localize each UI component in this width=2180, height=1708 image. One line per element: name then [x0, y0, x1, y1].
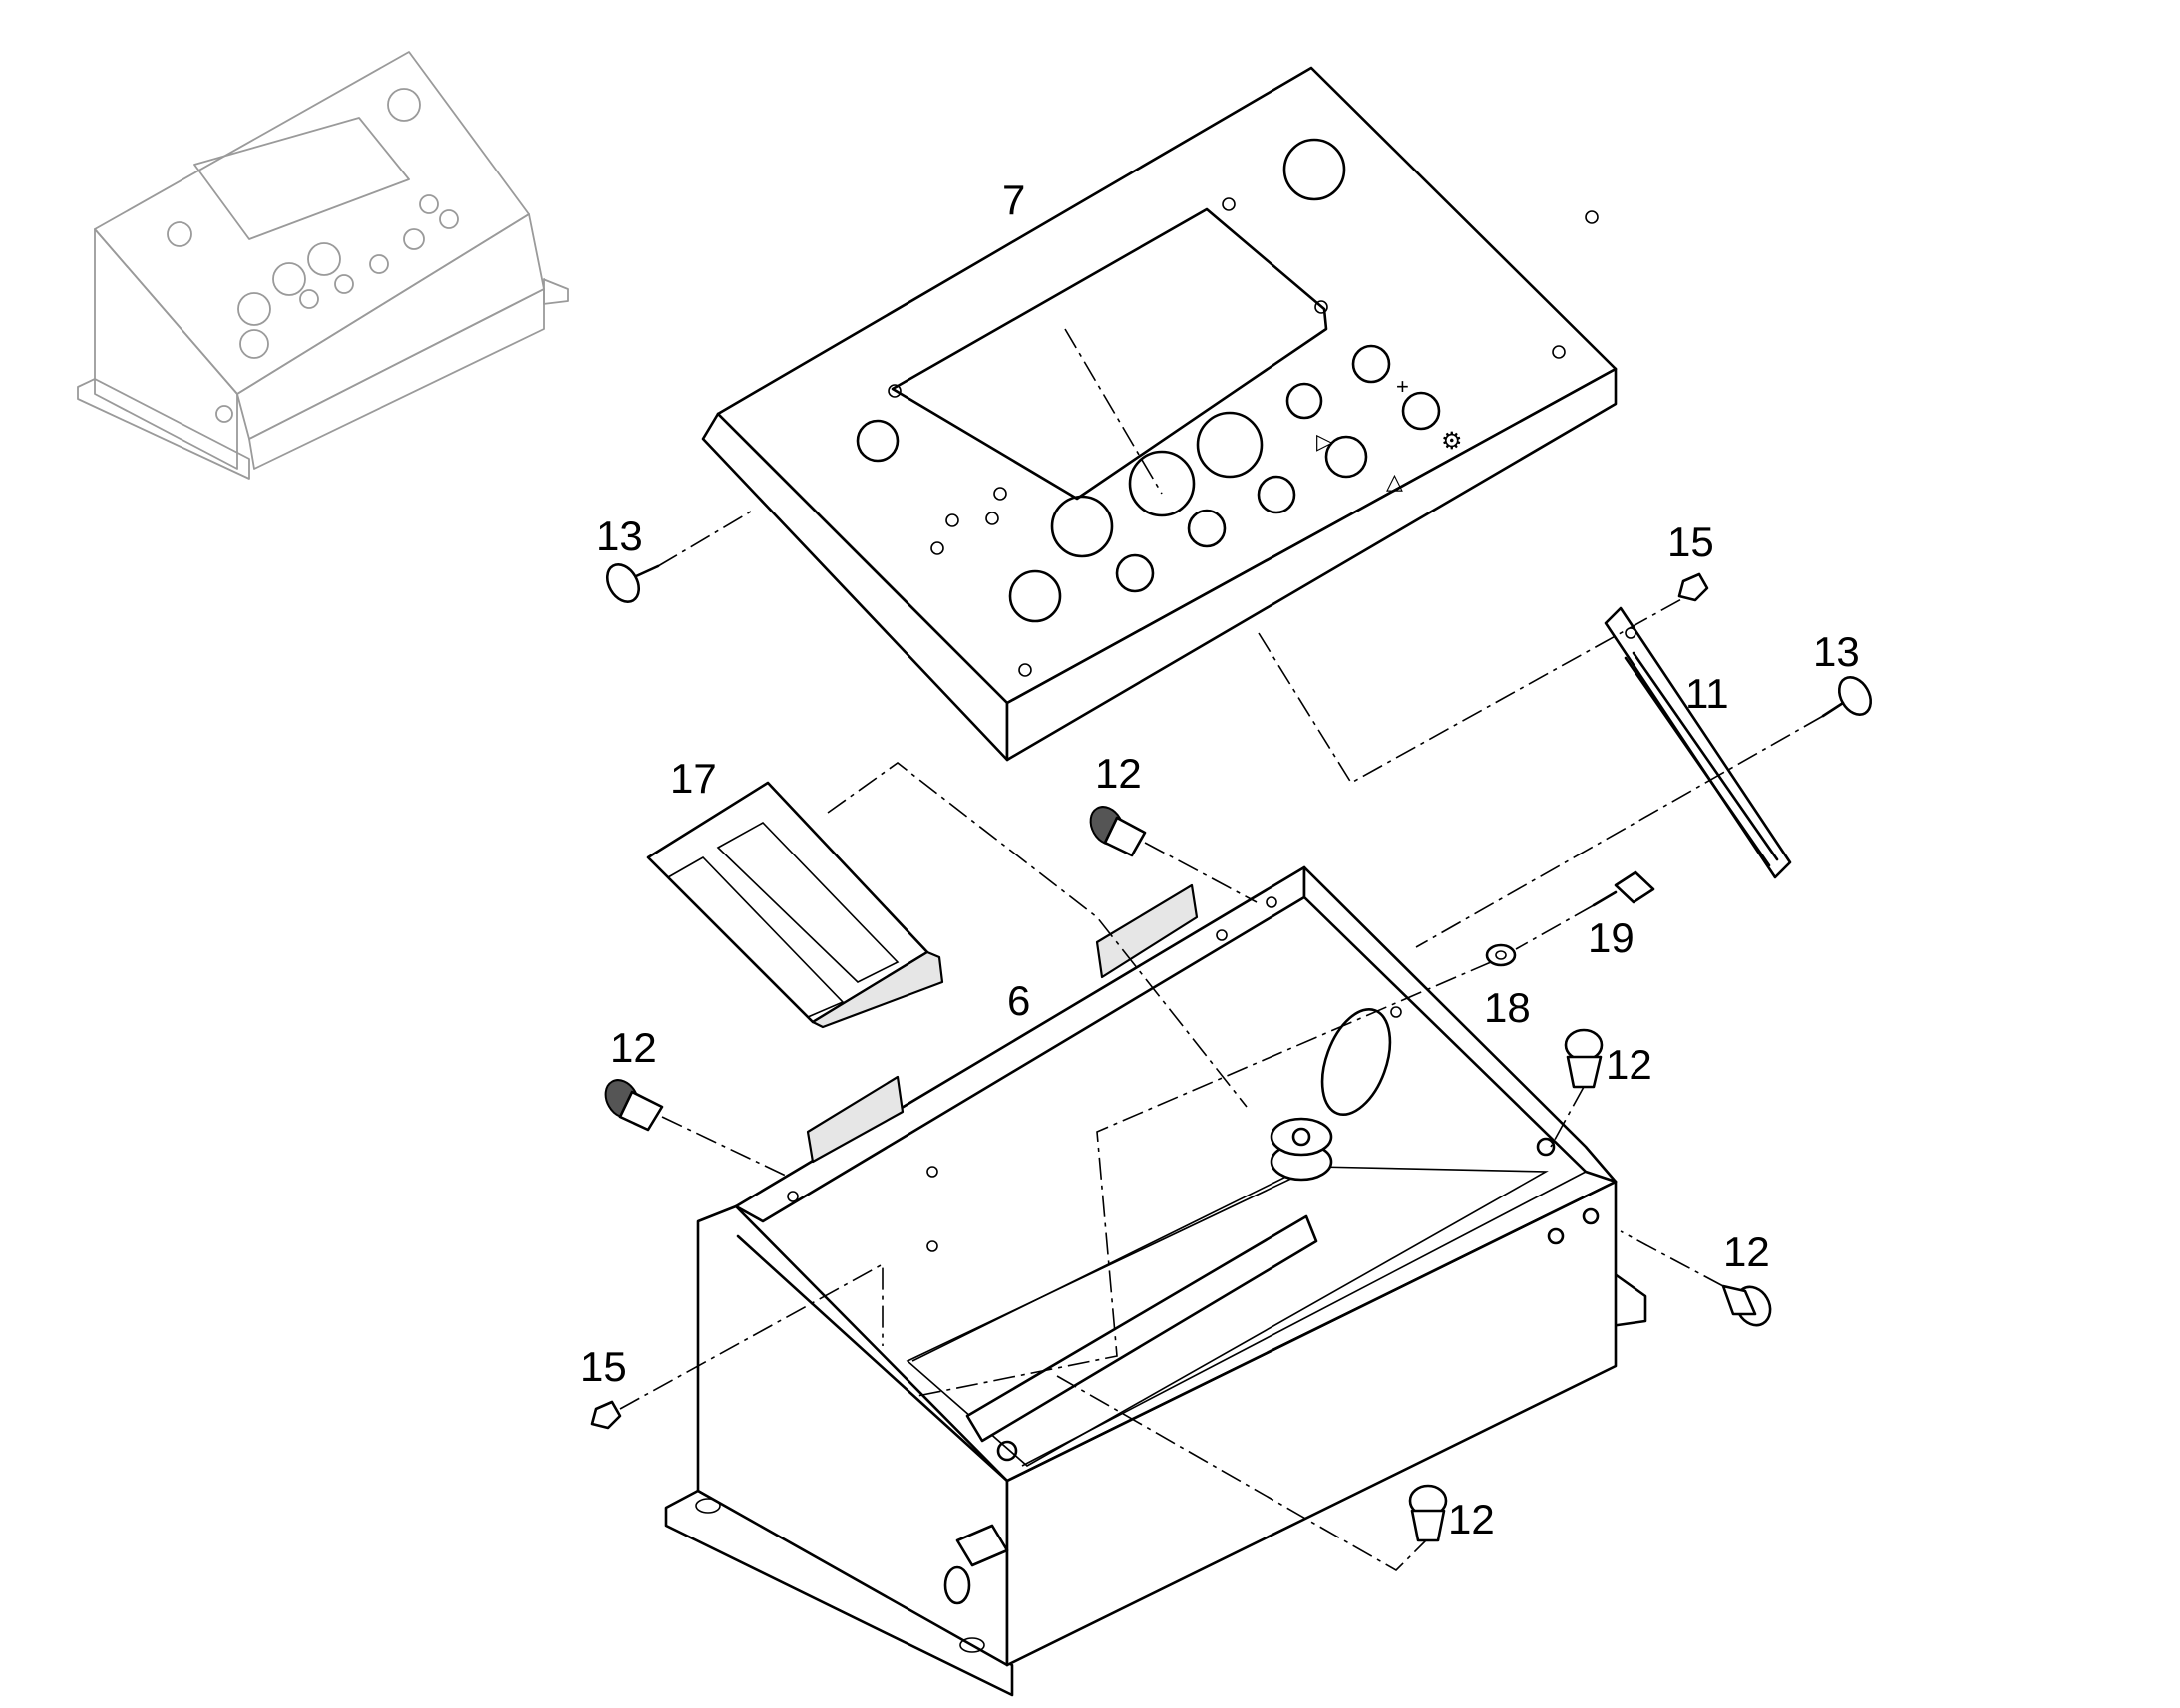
label-part-17: 17	[670, 755, 717, 802]
fastener-bushing-12a	[1089, 806, 1147, 857]
label-part-12-left: 12	[610, 1024, 657, 1071]
bracket-part-17	[646, 781, 944, 1029]
label-part-12-top: 12	[1095, 750, 1142, 797]
fastener-screw-13a	[605, 563, 660, 603]
fastener-bushing-12e	[1408, 1484, 1448, 1542]
label-part-6: 6	[1007, 977, 1030, 1024]
svg-text:△: △	[1386, 469, 1403, 494]
svg-text:⚙: ⚙	[1441, 428, 1463, 455]
assembled-thumbnail	[77, 51, 569, 480]
label-part-12-bottom: 12	[1448, 1496, 1495, 1542]
label-part-15-left: 15	[580, 1343, 627, 1390]
base-housing-part-6	[664, 865, 1647, 1697]
fastener-nut-15a	[1677, 572, 1709, 602]
fastener-nut-15b	[590, 1400, 622, 1430]
callout-labels: 7 13 15 13 11 17 12 19 6 18 12 12 12 15 …	[580, 176, 1860, 1542]
svg-text:▷: ▷	[1316, 429, 1333, 454]
cover-panel-part-7: ▷ △ + ⚙	[701, 66, 1618, 762]
label-part-11: 11	[1685, 670, 1729, 717]
fastener-bushing-12d	[1721, 1284, 1772, 1327]
bracket-part-11	[1604, 606, 1792, 879]
label-part-12-right: 12	[1606, 1041, 1652, 1088]
fastener-washer-18	[1485, 943, 1517, 967]
label-part-18: 18	[1484, 984, 1531, 1031]
label-part-19: 19	[1588, 914, 1635, 961]
fastener-bolt-19	[1592, 870, 1655, 907]
svg-text:+: +	[1396, 374, 1409, 399]
fastener-screw-13b	[1821, 676, 1873, 718]
label-part-15: 15	[1667, 518, 1714, 565]
label-part-12-far-right: 12	[1723, 1228, 1770, 1275]
label-part-13-right: 13	[1813, 628, 1860, 675]
fastener-bushing-12b	[604, 1079, 664, 1132]
label-part-7: 7	[1002, 176, 1025, 223]
assembly-lines	[619, 328, 1824, 1571]
label-part-13: 13	[596, 512, 643, 559]
fastener-bushing-12c	[1564, 1028, 1604, 1089]
